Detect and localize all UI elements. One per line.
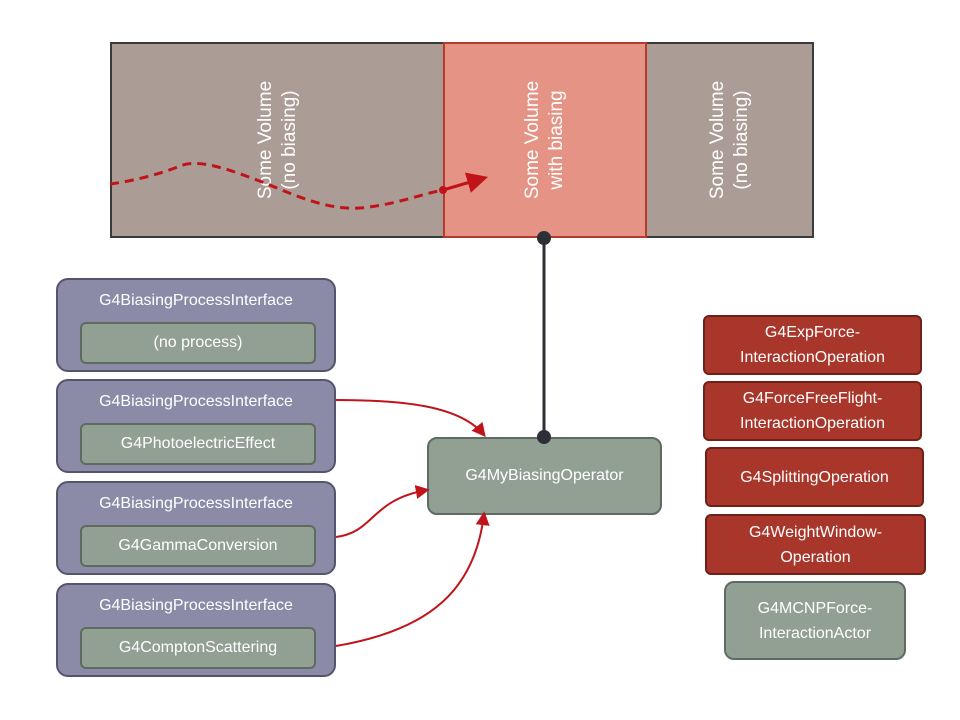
biasing-interface-title: G4BiasingProcessInterface [99, 495, 293, 512]
biasing-operator-box: G4MyBiasingOperator [427, 437, 662, 515]
biasing-interface-title: G4BiasingProcessInterface [99, 292, 293, 309]
process-box: (no process) [80, 322, 316, 364]
volume-label: Some Volume with biasing [521, 81, 569, 199]
operation-label-line1: G4SplittingOperation [740, 468, 889, 486]
operation-exp-force: G4ExpForce- InteractionOperation [703, 315, 922, 375]
volume-label-line1: Some Volume [706, 80, 728, 200]
volume-label-line2: with biasing [546, 90, 567, 190]
volume-biased: Some Volume with biasing [443, 42, 647, 238]
volume-label-line2: (no biasing) [278, 90, 300, 190]
operation-label-line1: G4WeightWindow- [748, 523, 883, 541]
volume-label-line1: Some Volume [522, 80, 543, 200]
volume-label-line2: (no biasing) [730, 90, 752, 190]
operation-label-line2: Operation [780, 548, 851, 566]
operation-label-line1: G4ExpForce- [764, 324, 861, 341]
operation-force-free-flight: G4ForceFreeFlight- InteractionOperation [703, 381, 922, 441]
arrow-photoelectric-to-operator [335, 399, 486, 438]
biasing-interface-title: G4BiasingProcessInterface [99, 597, 293, 614]
arrow-gamma-to-operator [335, 485, 430, 538]
biasing-interface-no-process: G4BiasingProcessInterface (no process) [56, 278, 336, 372]
operation-splitting: G4SplittingOperation [705, 447, 924, 507]
operation-label-line1: G4ForceFreeFlight- [742, 390, 883, 407]
biasing-interface-gamma-conversion: G4BiasingProcessInterface G4GammaConvers… [56, 481, 336, 575]
operation-label-line2: InteractionActor [758, 624, 872, 642]
process-box: G4ComptonScattering [80, 627, 316, 669]
biasing-interface-title: G4BiasingProcessInterface [99, 393, 293, 410]
biasing-interface-compton: G4BiasingProcessInterface G4ComptonScatt… [56, 583, 336, 677]
actor-mcnp-force: G4MCNPForce- InteractionActor [724, 581, 906, 660]
arrow-compton-to-operator [335, 511, 490, 647]
volume-unbiased-left: Some Volume (no biasing) [110, 42, 443, 238]
operation-label-line2: InteractionOperation [740, 349, 885, 366]
process-box: G4PhotoelectricEffect [80, 423, 316, 465]
volume-label-line1: Some Volume [254, 80, 276, 200]
volume-label: Some Volume (no biasing) [254, 81, 302, 199]
operation-label-line2: InteractionOperation [740, 415, 885, 432]
process-box: G4GammaConversion [80, 525, 316, 567]
biasing-interface-photoelectric: G4BiasingProcessInterface G4Photoelectri… [56, 379, 336, 473]
operation-weight-window: G4WeightWindow- Operation [705, 514, 926, 575]
volume-label: Some Volume (no biasing) [706, 81, 754, 199]
volume-unbiased-right: Some Volume (no biasing) [647, 42, 814, 238]
operation-label-line1: G4MCNPForce- [757, 599, 873, 617]
